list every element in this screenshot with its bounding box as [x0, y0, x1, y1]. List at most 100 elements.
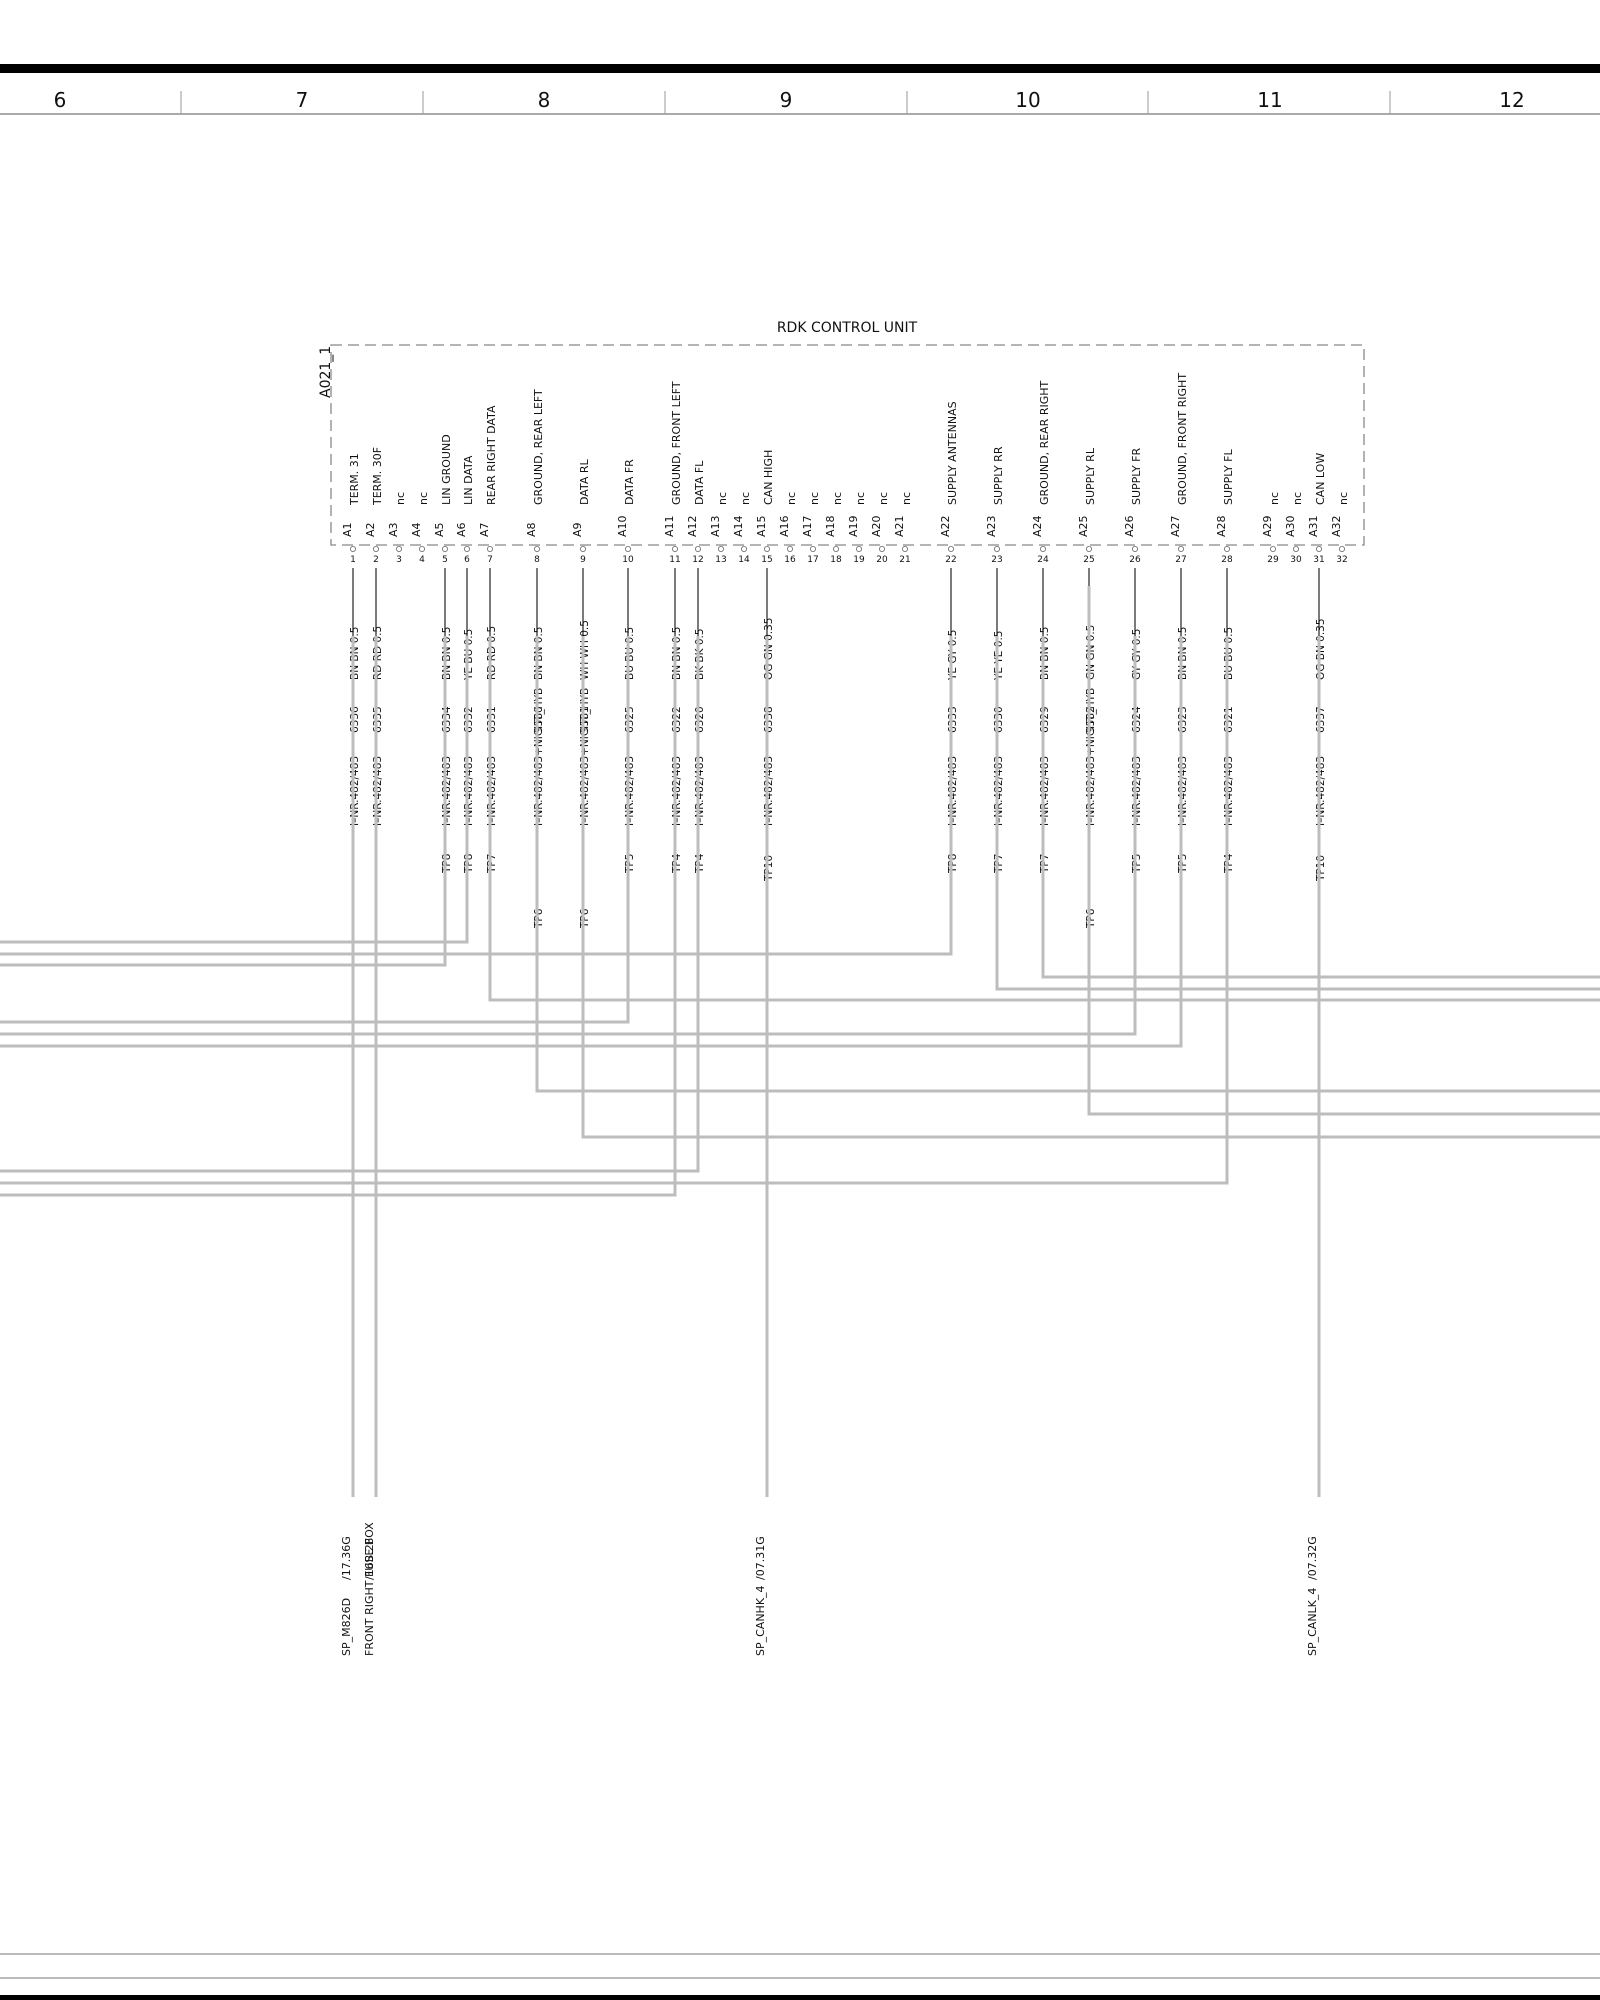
- pin-terminal: [463, 546, 470, 553]
- pin-label: CAN HIGH: [762, 450, 775, 505]
- test-point-label: TP5: [1177, 854, 1189, 874]
- pin-number: 30: [1290, 555, 1302, 565]
- wire-number: 6330: [993, 706, 1005, 733]
- wire-color: YE GY 0.5: [947, 630, 959, 681]
- pin-terminal: [441, 546, 448, 553]
- pin-code: A18: [824, 515, 837, 537]
- column-number: 12: [1499, 88, 1524, 112]
- pin-number: 5: [442, 555, 448, 565]
- pin-code: A12: [686, 515, 699, 537]
- pin-code: A21: [893, 515, 906, 537]
- wire-number: 6338: [763, 706, 775, 733]
- wire-route: [0, 636, 447, 967]
- test-point-label: TP4: [671, 853, 683, 874]
- test-point-label: TP10: [763, 855, 775, 882]
- pin-label: nc: [1291, 492, 1304, 505]
- pin-number: 22: [945, 555, 956, 565]
- wire-number: 6337: [1315, 706, 1327, 733]
- pin-number: 11: [669, 555, 680, 565]
- test-point-label: TP6: [579, 908, 591, 929]
- pin-label: TERM. 31: [348, 453, 361, 506]
- test-point-label: TP6: [1085, 908, 1097, 929]
- pin-terminal: [372, 546, 379, 553]
- top-border: [0, 64, 1600, 73]
- wire-color: OG BN 0.35: [1315, 618, 1327, 680]
- pin-number: 10: [622, 555, 634, 565]
- pin-label: nc: [1337, 492, 1350, 505]
- pin-label: nc: [900, 492, 913, 505]
- wire-color: BN BN 0.5: [1177, 627, 1189, 681]
- test-point-label: TP4: [694, 853, 706, 874]
- pin-number: 31: [1313, 555, 1324, 565]
- wire-type: I–NR.482/483: [1315, 756, 1327, 826]
- pin-label: DATA RL: [578, 459, 591, 505]
- pin-number: 21: [899, 555, 910, 565]
- wire-number: 6329: [1039, 706, 1051, 733]
- wire-color: BU BU 0.5: [1223, 627, 1235, 680]
- pin-terminal: [856, 546, 863, 553]
- pin-terminal: [1316, 546, 1323, 553]
- wire-color: BN BN 0.5: [671, 627, 683, 681]
- pin-terminal: [948, 546, 955, 553]
- pin-terminal: [879, 546, 886, 553]
- pin-code: A2: [364, 522, 377, 537]
- pin-terminal: [1270, 546, 1277, 553]
- pin-number: 4: [419, 555, 425, 565]
- wire-type: I–NR.482/483: [372, 756, 384, 826]
- pin-number: 8: [534, 555, 540, 565]
- reference-code: /17.36G: [340, 1536, 353, 1580]
- wire-type: I–NR.482/483: [947, 756, 959, 826]
- pin-number: 15: [761, 555, 772, 565]
- pin-number: 12: [692, 555, 703, 565]
- pin-label: nc: [808, 492, 821, 505]
- pin-label: GROUND, REAR RIGHT: [1038, 380, 1051, 505]
- pin-label: nc: [877, 492, 890, 505]
- component-outline: [330, 344, 1365, 546]
- pin-terminal: [833, 546, 840, 553]
- pin-code: A29: [1261, 515, 1274, 537]
- pin-terminal: [810, 546, 817, 553]
- pin-number: 25: [1083, 555, 1094, 565]
- pin-number: 29: [1267, 555, 1279, 565]
- pin-terminal: [1086, 546, 1093, 553]
- wire-color: WH WH 0.5: [579, 620, 591, 680]
- pin-label: CAN LOW: [1314, 453, 1327, 505]
- pin-terminal: [1293, 546, 1300, 553]
- pin-terminal: [1339, 546, 1346, 553]
- pin-terminal: [1040, 546, 1047, 553]
- pin-number: 19: [853, 555, 865, 565]
- wire-route: [0, 636, 1137, 1036]
- pin-number: 3: [396, 555, 402, 565]
- wire-color: GN GN 0.5: [1085, 625, 1097, 680]
- pin-label: nc: [716, 492, 729, 505]
- wire-type: I–NR.482/483: [1131, 756, 1143, 826]
